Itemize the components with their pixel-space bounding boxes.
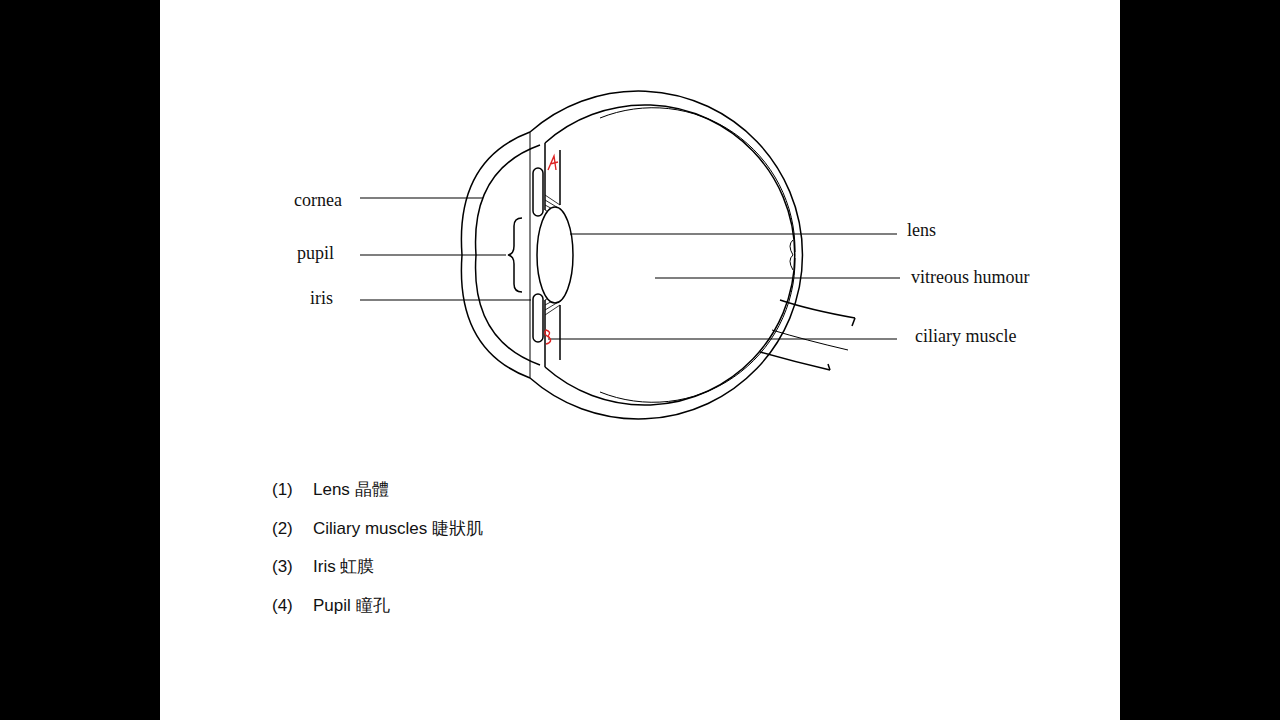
part-label: pupil — [297, 243, 334, 265]
part-label: iris — [310, 288, 333, 310]
callout-number: (2) — [272, 519, 293, 539]
part-label: lens — [907, 220, 936, 242]
list-item: Iris 虹膜 — [313, 557, 374, 577]
list-item: Lens 晶體 — [313, 480, 389, 500]
part-label: ciliary muscle — [915, 326, 1016, 348]
callout-number: (4) — [272, 596, 293, 616]
list-item: Ciliary muscles 睫狀肌 — [313, 519, 483, 539]
callout-number: (3) — [272, 557, 293, 577]
callout-number: (1) — [272, 480, 293, 500]
part-label: cornea — [294, 190, 342, 212]
list-item: Pupil 瞳孔 — [313, 596, 390, 616]
part-label: vitreous humour — [911, 267, 1030, 289]
